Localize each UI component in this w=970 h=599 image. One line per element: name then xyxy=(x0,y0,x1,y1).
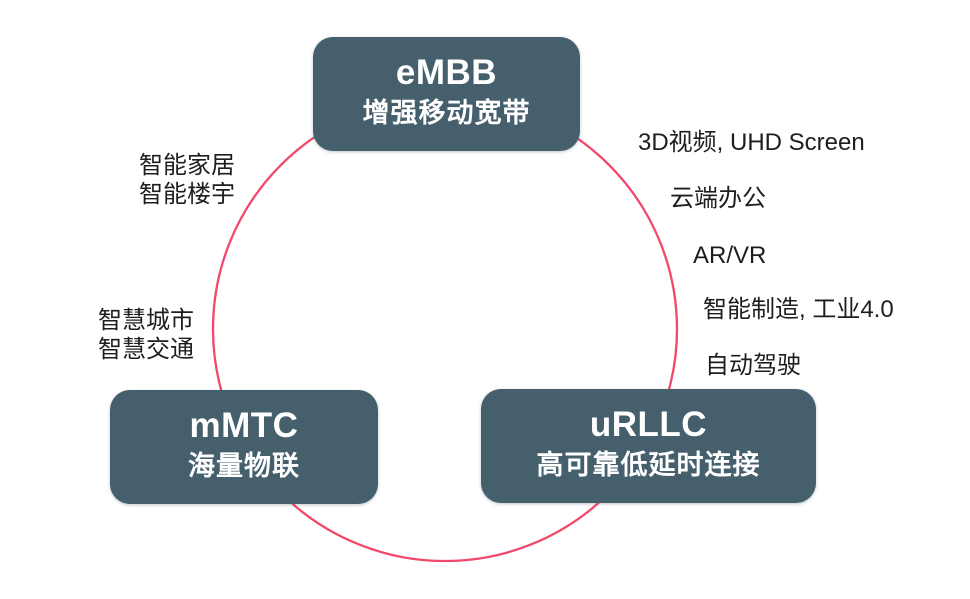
annotation-smart-manufacturing: 智能制造, 工业4.0 xyxy=(703,296,894,323)
node-urllc: uRLLC 高可靠低延时连接 xyxy=(481,389,816,503)
annotation-line-smart-building: 智能楼宇 xyxy=(139,181,235,208)
node-mmtc-subtitle: 海量物联 xyxy=(188,451,300,481)
annotation-smart-city-transport: 智慧城市 智慧交通 xyxy=(96,306,196,364)
node-embb: eMBB 增强移动宽带 xyxy=(313,37,580,151)
annotation-3d-video-uhd: 3D视频, UHD Screen xyxy=(638,129,865,156)
node-mmtc: mMTC 海量物联 xyxy=(110,390,378,504)
node-embb-subtitle: 增强移动宽带 xyxy=(362,98,531,128)
annotation-autonomous-driving: 自动驾驶 xyxy=(705,352,801,379)
annotation-ar-vr: AR/VR xyxy=(693,242,767,269)
node-embb-title: eMBB xyxy=(395,53,498,92)
node-mmtc-title: mMTC xyxy=(189,406,299,445)
node-urllc-subtitle: 高可靠低延时连接 xyxy=(536,450,761,480)
node-urllc-title: uRLLC xyxy=(589,405,708,444)
annotation-line-smart-city: 智慧城市 xyxy=(98,307,194,334)
annotation-cloud-office: 云端办公 xyxy=(670,185,766,212)
annotation-smart-home-buildings: 智能家居 智能楼宇 xyxy=(138,151,236,209)
annotation-line-smart-transport: 智慧交通 xyxy=(98,336,194,363)
annotation-line-smart-home: 智能家居 xyxy=(139,152,235,179)
